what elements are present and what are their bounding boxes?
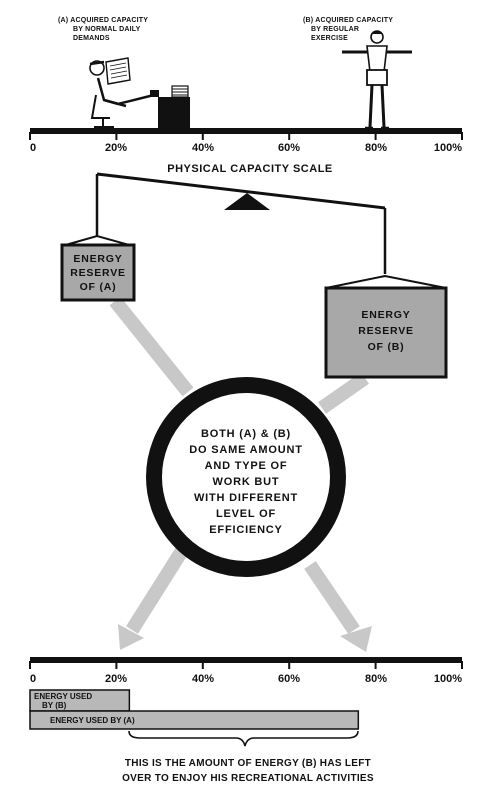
shorts — [366, 69, 388, 86]
physical-capacity-scale: 0 20% 40% 60% 80% 100% PHYSICAL CAPACITY… — [29, 128, 463, 175]
chair — [90, 94, 110, 119]
circle-line-4: WORK BUT — [213, 476, 280, 488]
caption-b-line-1: (B) ACQUIRED CAPACITY — [303, 17, 393, 24]
balance-beam — [96, 172, 386, 210]
top-tick-0: 0 — [30, 142, 36, 154]
arrows-to-circle — [109, 296, 370, 414]
circle-line-3: AND TYPE OF — [205, 460, 288, 472]
bottom-scale: 0 20% 40% 60% 80% 100% — [29, 657, 463, 685]
scale-title: PHYSICAL CAPACITY SCALE — [167, 163, 333, 175]
bottom-tick-20: 20% — [105, 673, 127, 685]
efficiency-ring: BOTH (A) & (B) DO SAME AMOUNT AND TYPE O… — [146, 377, 346, 577]
torso-b — [366, 45, 388, 73]
caption-a-line-3: DEMANDS — [73, 35, 110, 42]
top-tick-40: 40% — [192, 142, 214, 154]
top-tick-20: 20% — [105, 142, 127, 154]
caption-b-line-3: EXERCISE — [311, 35, 348, 42]
circle-line-1: BOTH (A) & (B) — [201, 428, 291, 440]
circle-line-6: LEVEL OF — [216, 508, 276, 520]
energy-used-a-bar — [29, 710, 360, 730]
reserve-b-line-3: OF (B) — [368, 341, 405, 353]
shoes — [150, 90, 159, 97]
leftover-brace — [128, 730, 359, 747]
balance — [61, 172, 447, 289]
caption-a-line-2: BY NORMAL DAILY — [73, 26, 141, 33]
bottom-note-line-2: OVER TO ENJOY HIS RECREATIONAL ACTIVITIE… — [122, 773, 374, 784]
energy-used-bars: ENERGY USED BY (B) ENERGY USED BY (A) — [29, 689, 360, 747]
bottom-note: THIS IS THE AMOUNT OF ENERGY (B) HAS LEF… — [122, 758, 374, 784]
arrows-from-circle — [118, 534, 372, 652]
reserve-a-line-2: RESERVE — [70, 267, 126, 279]
bottom-tick-60: 60% — [278, 673, 300, 685]
person-b-illustration — [342, 30, 412, 130]
circle-line-2: DO SAME AMOUNT — [189, 444, 302, 456]
bottom-tick-40: 40% — [192, 673, 214, 685]
circle-line-7: EFFICIENCY — [209, 524, 282, 536]
bottom-tick-0: 0 — [30, 673, 36, 685]
fulcrum — [224, 193, 270, 210]
bottom-tick-100: 100% — [434, 673, 462, 685]
reserve-a-box: ENERGY RESERVE OF (A) — [60, 243, 136, 302]
caption-a: (A) ACQUIRED CAPACITY BY NORMAL DAILY DE… — [58, 17, 148, 42]
arrow-head-right — [340, 626, 372, 652]
reserve-b-box: ENERGY RESERVE OF (B) — [324, 286, 448, 379]
energy-used-a-label: ENERGY USED BY (A) — [50, 716, 135, 725]
scale-bottom-bar — [30, 657, 462, 663]
energy-used-b-line-2: BY (B) — [42, 701, 67, 710]
reserve-b-line-2: RESERVE — [358, 325, 414, 337]
arrow-head-left — [118, 624, 144, 650]
top-tick-100: 100% — [434, 142, 462, 154]
reserve-a-line-1: ENERGY — [73, 253, 122, 265]
desk — [158, 97, 190, 129]
reserve-b-line-1: ENERGY — [361, 309, 410, 321]
caption-b-line-2: BY REGULAR — [311, 26, 359, 33]
bottom-tick-80: 80% — [365, 673, 387, 685]
caption-a-line-1: (A) ACQUIRED CAPACITY — [58, 17, 148, 24]
energy-used-b-line-1: ENERGY USED — [34, 692, 92, 701]
bottom-note-line-1: THIS IS THE AMOUNT OF ENERGY (B) HAS LEF… — [125, 758, 371, 769]
person-a-illustration — [89, 57, 190, 129]
reserve-a-line-3: OF (A) — [80, 281, 117, 293]
top-tick-60: 60% — [278, 142, 300, 154]
caption-b: (B) ACQUIRED CAPACITY BY REGULAR EXERCIS… — [303, 17, 393, 42]
circle-line-5: WITH DIFFERENT — [194, 492, 298, 504]
top-tick-80: 80% — [365, 142, 387, 154]
scale-top-bar — [30, 128, 462, 134]
